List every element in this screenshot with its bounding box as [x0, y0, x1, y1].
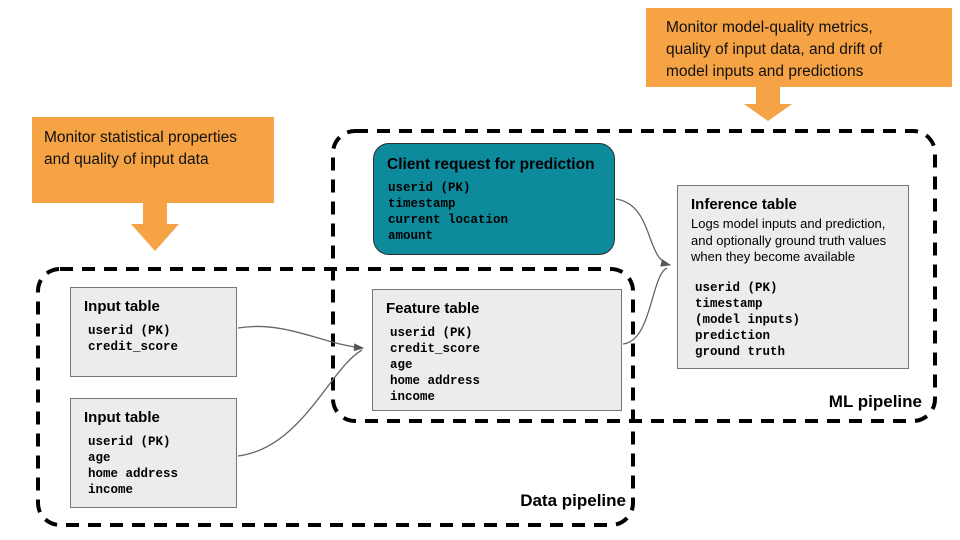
table-field: userid (PK): [390, 326, 473, 340]
table-field: home address: [390, 374, 481, 388]
table-field: income: [390, 390, 436, 404]
client-request-title: Client request for prediction: [387, 156, 595, 173]
connector-client-to-inference: [615, 198, 672, 267]
inference-table-box: Inference table Logs model inputs and pr…: [677, 185, 909, 369]
inference-table-fields: userid (PK)timestamp(model inputs)predic…: [678, 266, 908, 360]
callout-model-quality-text: Monitor model-quality metrics, quality o…: [666, 19, 883, 80]
callout-statistical: Monitor statistical properties and quali…: [32, 117, 274, 203]
table-field: userid (PK): [695, 280, 778, 295]
statistical-callout-arrow-icon: [131, 203, 179, 251]
data-pipeline-boundary: [36, 267, 635, 527]
table-field: credit_score: [88, 340, 179, 354]
connector-input-top-to-feature: [237, 325, 365, 352]
callout-statistical-text: Monitor statistical properties and quali…: [44, 129, 237, 168]
client-request-fields: userid (PK) timestamp current location amou…: [374, 174, 614, 244]
input-table-top-title: Input table: [84, 298, 160, 315]
table-field: prediction: [695, 328, 771, 343]
table-field: userid (PK): [88, 435, 171, 449]
table-field: ground truth: [695, 344, 786, 359]
input-table-top-fields: userid (PK) credit_score: [71, 315, 236, 355]
ml-pipeline-label: ML pipeline: [828, 392, 922, 411]
input-table-bottom-box: Input table userid (PK) age home address in…: [70, 398, 237, 508]
connector-input-bottom-to-feature: [237, 349, 363, 457]
connector-feature-to-inference: [622, 267, 668, 345]
data-pipeline-label: Data pipeline: [520, 491, 626, 510]
table-field: amount: [388, 229, 434, 243]
table-field: userid (PK): [88, 324, 171, 338]
inference-table-title: Inference table: [691, 196, 797, 213]
table-field: age: [390, 358, 413, 372]
table-field: timestamp: [388, 197, 456, 211]
input-table-top-box: Input table userid (PK) credit_score: [70, 287, 237, 377]
input-table-bottom-fields: userid (PK) age home address income: [71, 426, 236, 498]
table-field: credit_score: [390, 342, 481, 356]
feature-table-title: Feature table: [386, 300, 480, 317]
table-field: userid (PK): [388, 181, 471, 195]
inference-table-description: Logs model inputs and prediction, and op…: [691, 216, 887, 264]
table-field: home address: [88, 467, 179, 481]
table-field: current location: [388, 213, 509, 227]
table-field: income: [88, 483, 134, 497]
table-field: timestamp: [695, 296, 763, 311]
client-request-box: Client request for prediction userid (PK…: [373, 143, 615, 255]
table-field: (model inputs): [695, 312, 801, 327]
input-table-bottom-title: Input table: [84, 409, 160, 426]
model-quality-callout-arrow-icon: [744, 87, 792, 121]
table-field: age: [88, 451, 111, 465]
callout-model-quality: Monitor model-quality metrics, quality o…: [646, 8, 952, 87]
